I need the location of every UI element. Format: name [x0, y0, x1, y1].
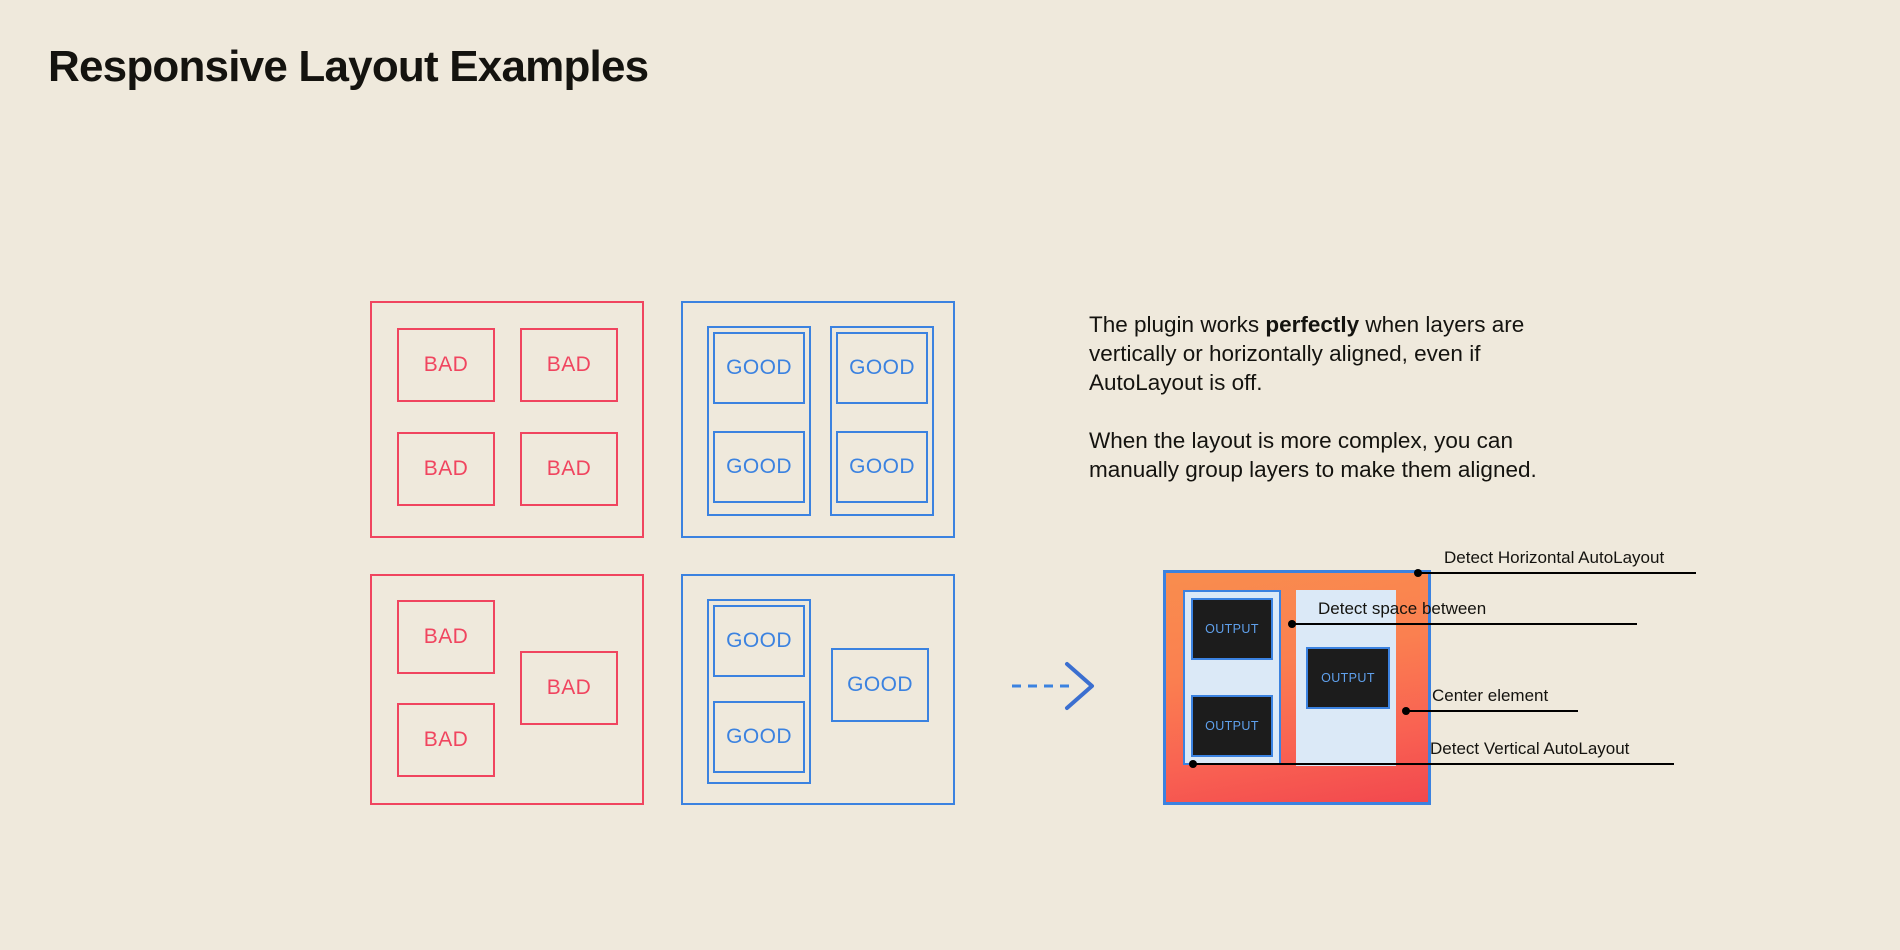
good-grid-column-group: GOOD GOOD	[707, 326, 811, 516]
output-box: OUTPUT	[1306, 647, 1390, 709]
output-box-label: OUTPUT	[1205, 622, 1259, 636]
callout-line	[1418, 572, 1696, 574]
bad-grid-cell: BAD	[520, 432, 618, 506]
output-panel: OUTPUT OUTPUT OUTPUT	[1163, 570, 1431, 805]
output-box-label: OUTPUT	[1321, 671, 1375, 685]
cell-label: GOOD	[849, 455, 915, 478]
output-column-left: OUTPUT OUTPUT	[1183, 590, 1281, 765]
callout-line	[1193, 763, 1674, 765]
output-box-label: OUTPUT	[1205, 719, 1259, 733]
callout-label: Detect space between	[1318, 599, 1487, 618]
example-bad-complex-frame: BAD BAD BAD	[370, 574, 644, 805]
cell-label: BAD	[423, 728, 469, 751]
cell-label: GOOD	[726, 725, 792, 748]
description-paragraph-2: When the layout is more complex, you can…	[1089, 428, 1537, 482]
bad-grid-cell: BAD	[397, 328, 495, 402]
good-complex-cell: GOOD	[831, 648, 929, 722]
cell-label: GOOD	[847, 673, 913, 696]
cell-label: GOOD	[726, 629, 792, 652]
good-grid-cell: GOOD	[713, 332, 805, 404]
output-box: OUTPUT	[1191, 598, 1273, 660]
paragraph1-emphasis: perfectly	[1265, 312, 1360, 337]
bad-complex-cell: BAD	[397, 600, 495, 674]
good-grid-column-group: GOOD GOOD	[830, 326, 934, 516]
callout-label: Detect Horizontal AutoLayout	[1444, 548, 1665, 567]
paragraph1-part2: when layers are vertically or horizontal…	[1089, 312, 1525, 395]
good-complex-cell: GOOD	[713, 605, 805, 677]
bad-grid-cell: BAD	[397, 432, 495, 506]
example-good-complex-frame: GOOD GOOD GOOD	[681, 574, 955, 805]
cell-label: GOOD	[849, 356, 915, 379]
cell-label: GOOD	[726, 455, 792, 478]
good-grid-cell: GOOD	[836, 431, 928, 503]
page-title: Responsive Layout Examples	[48, 42, 649, 91]
description-paragraph-1: The plugin works perfectly when layers a…	[1089, 310, 1559, 397]
cell-label: BAD	[423, 457, 469, 480]
good-grid-cell: GOOD	[713, 431, 805, 503]
description-text: The plugin works perfectly when layers a…	[1089, 310, 1559, 484]
cell-label: BAD	[423, 353, 469, 376]
callout-line	[1406, 710, 1578, 712]
bad-complex-cell: BAD	[397, 703, 495, 777]
example-bad-grid-frame: BAD BAD BAD BAD	[370, 301, 644, 538]
paragraph1-part1: The plugin works	[1089, 312, 1266, 337]
callout-label: Center element	[1432, 686, 1549, 705]
output-box: OUTPUT	[1191, 695, 1273, 757]
bad-grid-cell: BAD	[520, 328, 618, 402]
example-good-grid-frame: GOOD GOOD GOOD GOOD	[681, 301, 955, 538]
cell-label: BAD	[546, 676, 592, 699]
cell-label: GOOD	[726, 356, 792, 379]
good-complex-column-group: GOOD GOOD	[707, 599, 811, 784]
good-grid-cell: GOOD	[836, 332, 928, 404]
cell-label: BAD	[546, 353, 592, 376]
output-column-right: OUTPUT	[1296, 590, 1396, 766]
bad-complex-cell: BAD	[520, 651, 618, 725]
callout-line	[1292, 623, 1637, 625]
cell-label: BAD	[423, 625, 469, 648]
arrow-right-dashed-icon	[1012, 660, 1102, 712]
good-complex-cell: GOOD	[713, 701, 805, 773]
callout-label: Detect Vertical AutoLayout	[1430, 739, 1630, 758]
cell-label: BAD	[546, 457, 592, 480]
